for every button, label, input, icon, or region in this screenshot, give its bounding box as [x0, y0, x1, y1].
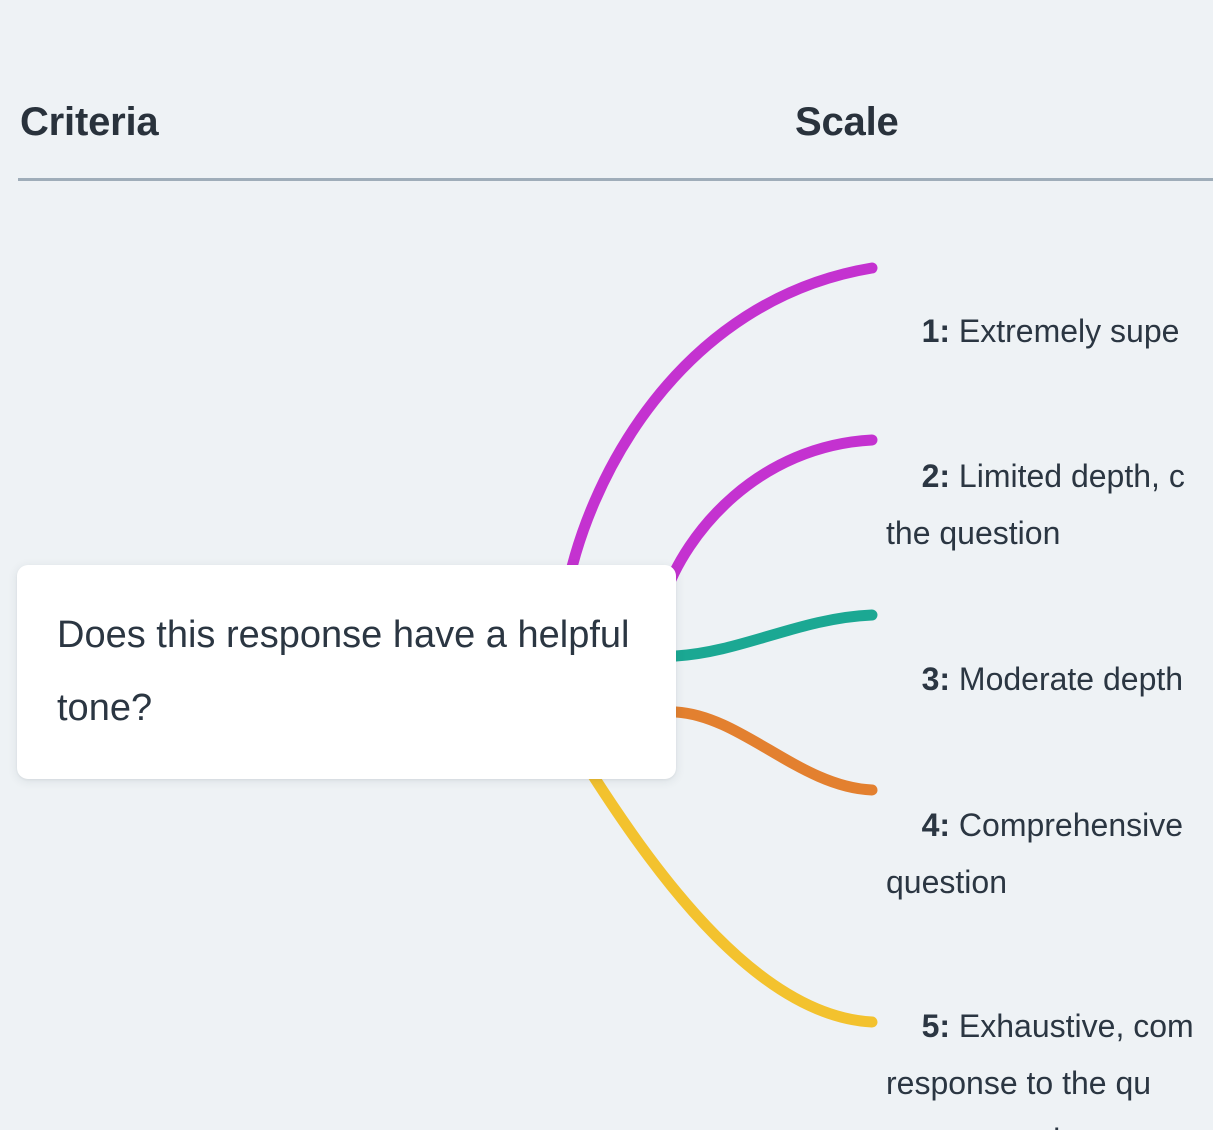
scale-item-5-text: Exhaustive, com response to the qu unans…: [886, 1008, 1194, 1130]
scale-item-3[interactable]: 3: Moderate depth: [886, 594, 1213, 765]
criteria-card[interactable]: Does this response have a helpful tone?: [17, 565, 676, 779]
connector-curve-5: [586, 768, 878, 1028]
scale-item-4[interactable]: 4: Comprehensive question: [886, 740, 1213, 968]
scale-item-5-number: 5:: [921, 1008, 951, 1044]
scale-item-3-text: Moderate depth: [950, 661, 1184, 697]
scale-item-2-text: Limited depth, c the question: [886, 458, 1185, 551]
scale-item-4-text: Comprehensive question: [886, 807, 1184, 900]
scale-item-1-number: 1:: [921, 313, 951, 349]
scale-item-5[interactable]: 5: Exhaustive, com response to the qu un…: [886, 941, 1213, 1130]
connector-curve-3: [670, 609, 878, 662]
scale-item-1[interactable]: 1: Extremely supe: [886, 246, 1213, 417]
criteria-question-text: Does this response have a helpful tone?: [57, 614, 630, 729]
scale-item-2[interactable]: 2: Limited depth, c the question: [886, 391, 1213, 619]
scale-item-1-text: Extremely supe: [950, 313, 1180, 349]
scale-item-2-number: 2:: [921, 458, 951, 494]
connector-curve-1: [559, 262, 878, 606]
scale-item-4-number: 4:: [921, 807, 951, 843]
scale-item-3-number: 3:: [921, 661, 951, 697]
table-header: Criteria Scale: [0, 0, 1213, 183]
connector-curve-4: [670, 706, 878, 796]
connector-curve-2: [657, 434, 878, 606]
criteria-column-header: Criteria: [20, 100, 159, 144]
scale-column-header: Scale: [795, 100, 899, 144]
header-divider: [18, 178, 1213, 181]
